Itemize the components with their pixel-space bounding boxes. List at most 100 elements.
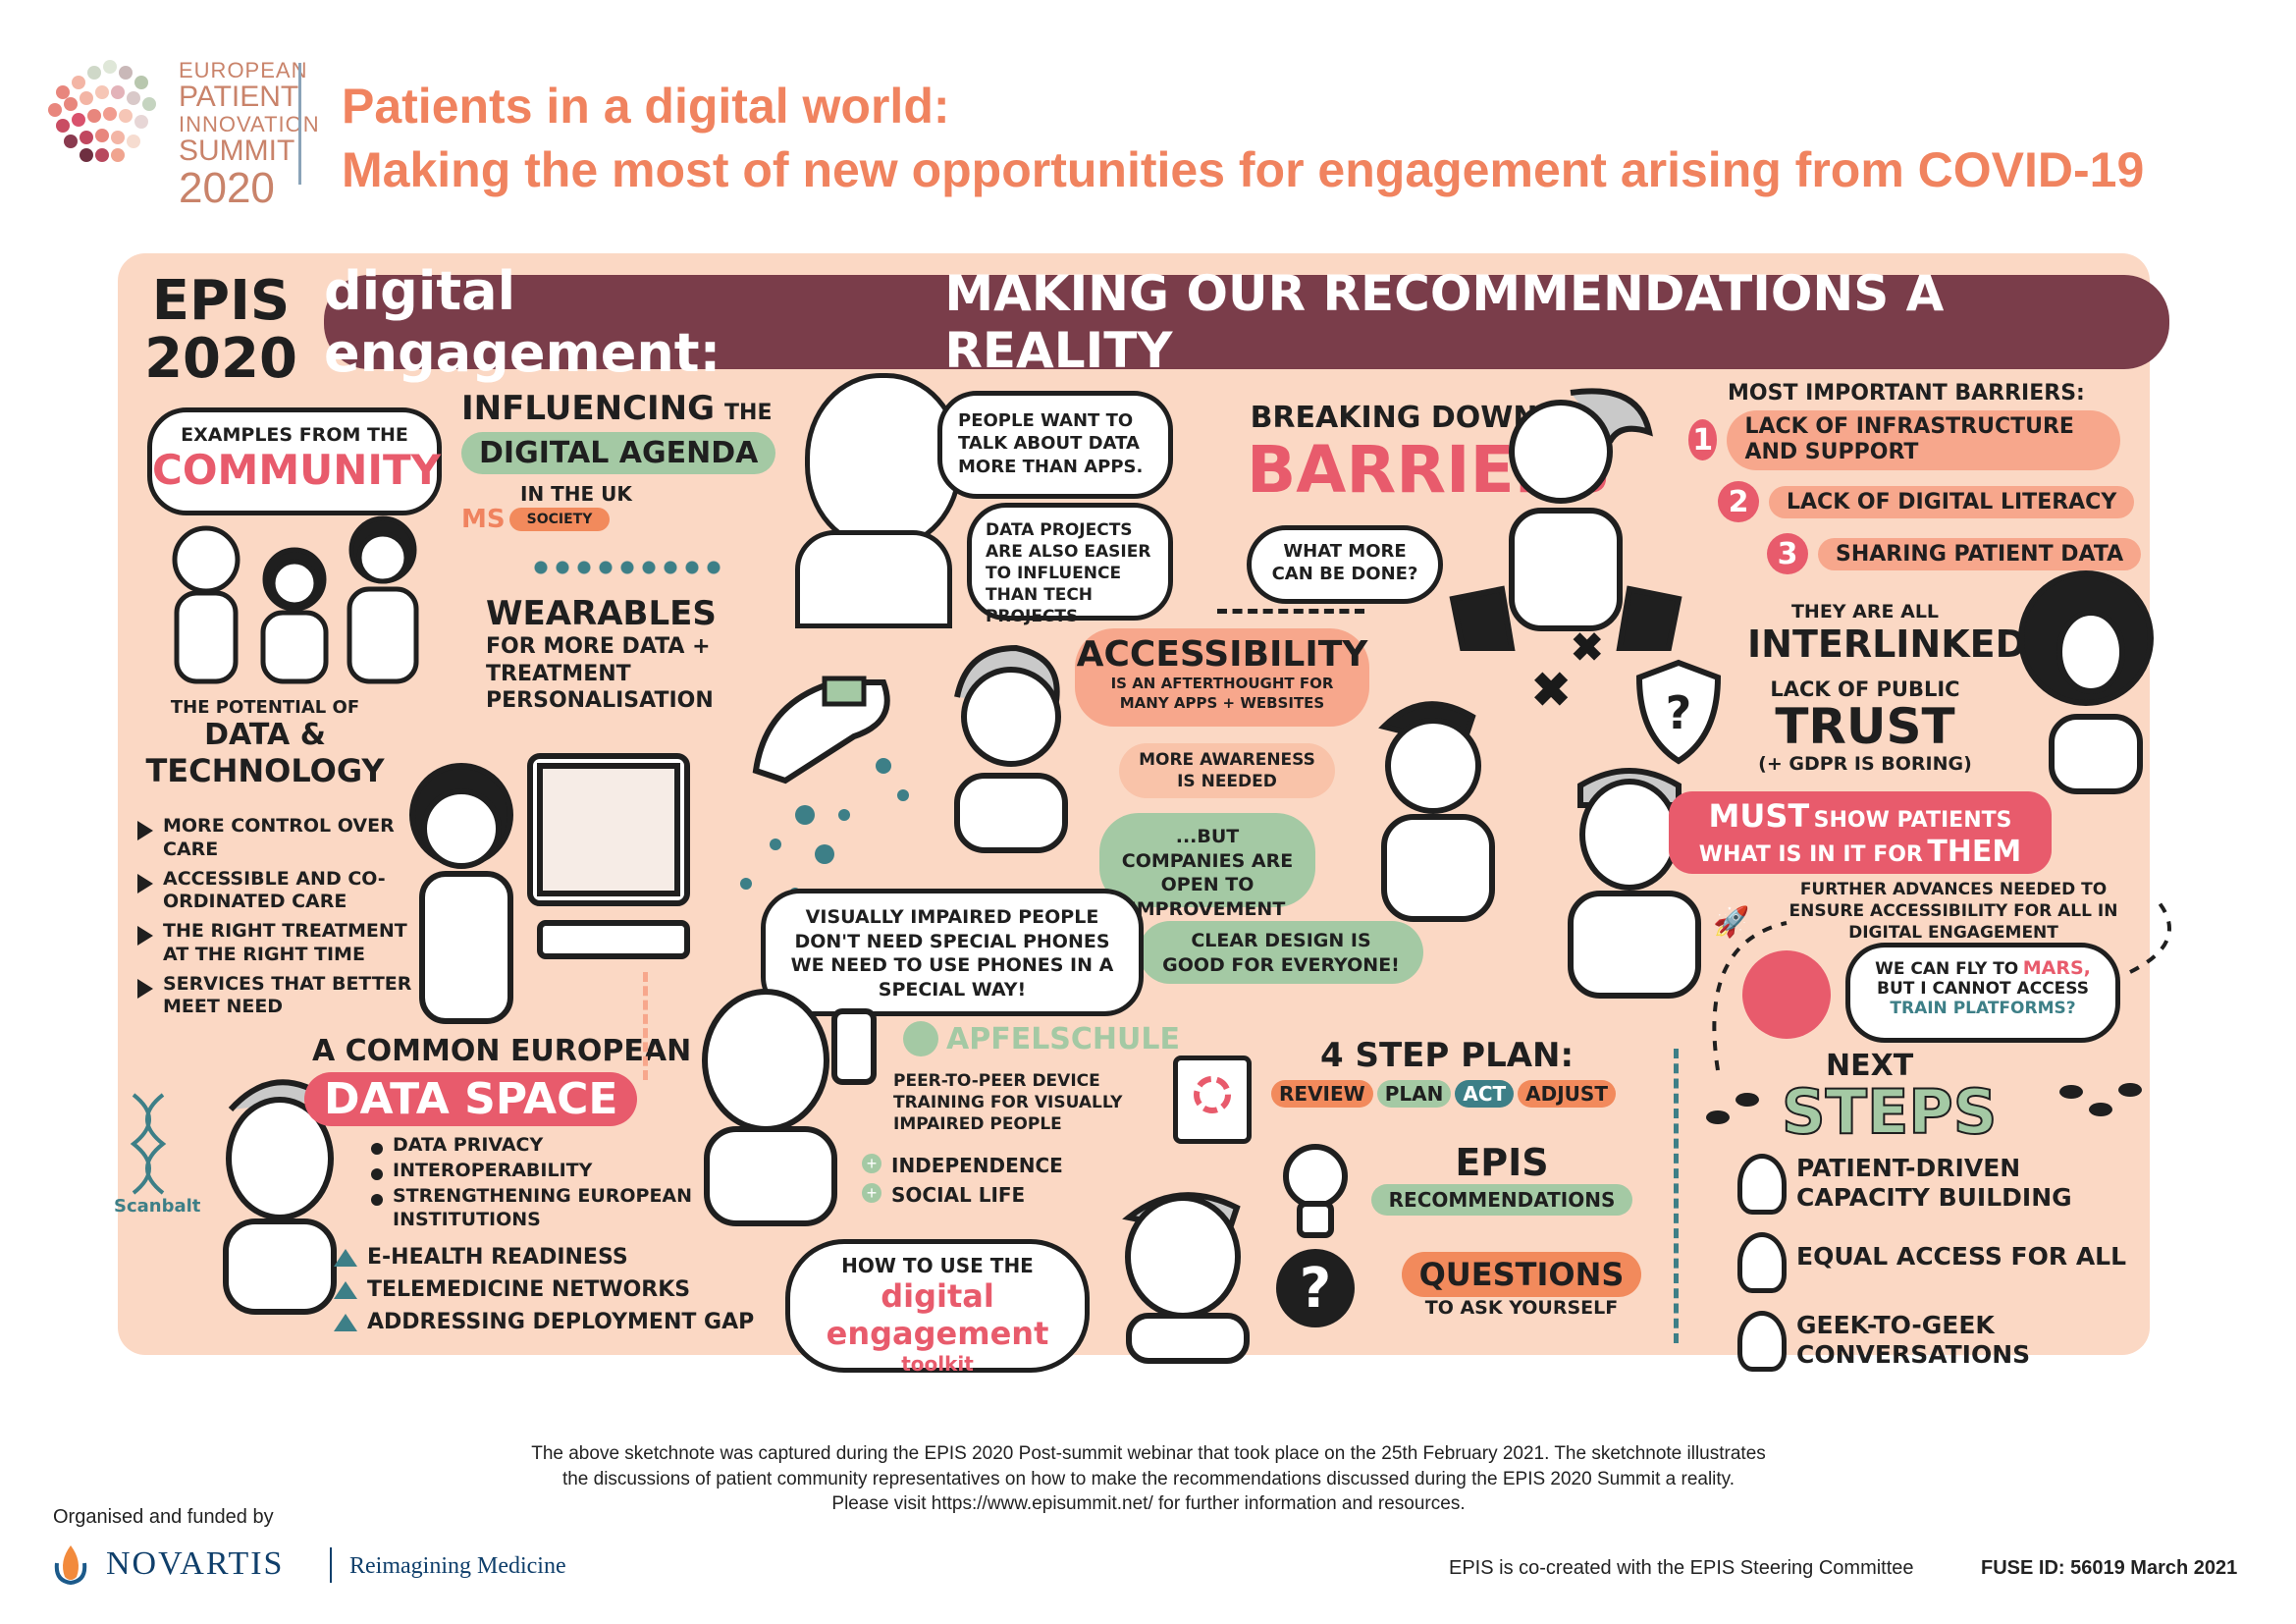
accessibility-box: ACCESSIBILITY IS AN AFTERTHOUGHT FOR MAN… [1075,628,1369,727]
next-item: EQUAL ACCESS FOR ALL [1737,1232,2150,1293]
interlinked-block: THEY ARE ALL INTERLINKED [1747,601,2027,666]
scanbalt-label: Scanbalt [114,1196,201,1217]
steps-row: REVIEW PLAN ACT ADJUST [1271,1080,1616,1108]
lightbulb-icon [1276,1139,1355,1247]
organised-label: Organised and funded by [53,1506,274,1528]
visually-impaired-text: VISUALLY IMPAIRED PEOPLE DON'T NEED SPEC… [790,906,1114,1001]
interlinked-top: THEY ARE ALL [1790,601,1940,623]
barrier-number: 1 [1688,419,1718,461]
questions-block: QUESTIONS TO ASK YOURSELF [1389,1252,1654,1319]
space-up-item: E-HEALTH READINESS [334,1245,775,1270]
mars-bubble: WE CAN FLY TO MARS, BUT I CANNOT ACCESS … [1845,943,2120,1043]
ms-society-logo: MS SOCIETY [461,505,611,534]
visually-impaired-bubble: VISUALLY IMPAIRED PEOPLE DON'T NEED SPEC… [761,889,1144,1016]
dotted-row [530,560,726,575]
page-title-line1: Patients in a digital world: [342,79,950,134]
arrow-up-icon [334,1281,357,1299]
space-list: DATA PRIVACY INTEROPERABILITY STRENGTHEN… [371,1134,705,1232]
epis-rec-title: EPIS [1455,1141,1549,1184]
digital-agenda-label: DIGITAL AGENDA [461,432,776,474]
breaking-down: BREAKING DOWN [1250,401,1538,435]
interlinked-title: INTERLINKED [1747,623,2027,666]
lack-public: LACK OF PUBLIC [1770,677,1960,701]
must-show: SHOW PATIENTS [1813,808,2012,833]
epis-2020-label: EPIS 2020 [144,269,297,391]
data-projects-text: DATA PROJECTS ARE ALSO EASIER TO INFLUEN… [986,520,1151,627]
lightbulb-icon [1737,1154,1787,1215]
bald-man-phone-illustration [687,972,883,1227]
page-title: Patients in a digital world: Making the … [342,75,2144,202]
man-pointing-illustration [1345,687,1512,923]
banner-digital-engagement: digital engagement: [324,260,721,384]
dashed-separator-vertical [643,972,648,1080]
svg-text:?: ? [1666,686,1692,739]
rocket-icon: 🚀 [1713,906,1750,939]
apple-icon [903,1021,938,1056]
gdpr-note: (+ GDPR IS BORING) [1758,752,1972,775]
space-item: STRENGTHENING EUROPEAN INSTITUTIONS [371,1185,705,1232]
accessibility-title: ACCESSIBILITY [1076,634,1368,675]
step-item: ACT [1455,1080,1515,1108]
must-them: THEM [1927,835,2022,869]
mars-cannot: BUT I CANNOT ACCESS [1876,979,2090,999]
in-the-uk: IN THE UK [520,482,632,506]
what-more-bubble: WHAT MORE CAN BE DONE? [1247,525,1443,604]
peer-item: +INDEPENDENCE [862,1154,1063,1177]
wearable-watch-illustration [746,643,903,790]
data-projects-bubble: DATA PROJECTS ARE ALSO EASIER TO INFLUEN… [967,503,1173,626]
footsteps-icon [1698,1070,2160,1129]
wearables-block: WEARABLES FOR MORE DATA + TREATMENT PERS… [486,594,761,715]
bullet-dot-icon [371,1168,383,1180]
must-box: MUST SHOW PATIENTS WHAT IS IN IT FOR THE… [1669,791,2052,874]
novartis-logo-icon [51,1542,90,1586]
mars-train: TRAIN PLATFORMS? [1890,999,2076,1018]
next-item: PATIENT-DRIVEN CAPACITY BUILDING [1737,1154,2150,1215]
triangle-bullet-icon [137,926,153,946]
wearables-sub: FOR MORE DATA + TREATMENT PERSONALISATIO… [486,634,714,713]
plus-icon: + [862,1183,881,1203]
space-item: INTEROPERABILITY [371,1160,705,1181]
community-bubble: EXAMPLES FROM THE COMMUNITY [147,407,442,515]
space-up-item: ADDRESSING DEPLOYMENT GAP [334,1310,775,1334]
barrier-item: 3 SHARING PATIENT DATA [1767,533,2160,574]
logo-year: 2020 [179,164,275,213]
barrier-item: 1 LACK OF INFRASTRUCTURE AND SUPPORT [1688,410,2120,470]
society-label: SOCIETY [508,508,611,531]
footer-line2: the discussions of patient community rep… [561,1468,1735,1489]
potential-list: MORE CONTROL OVER CARE ACCESSIBLE AND CO… [137,815,412,1019]
potential-technology: TECHNOLOGY [145,752,385,789]
but-companies-text: ...BUT COMPANIES ARE OPEN TO IMPROVEMENT [1121,826,1294,921]
triangle-bullet-icon [137,978,153,999]
step-plan-title: 4 STEP PLAN: [1320,1036,1575,1075]
step-item: ADJUST [1518,1080,1616,1108]
potential-block: THE POTENTIAL OF DATA & TECHNOLOGY [137,697,393,789]
dna-icon [126,1090,171,1198]
novartis-wordmark: NOVARTIS [106,1545,285,1582]
plus-icon: + [862,1154,881,1173]
trust-block: LACK OF PUBLIC TRUST (+ GDPR IS BORING) [1737,677,1993,775]
peer-list: +INDEPENDENCE +SOCIAL LIFE [862,1154,1063,1207]
apfelschule-logo: APFELSCHULE [903,1021,1180,1056]
triangle-bullet-icon [137,873,153,893]
footer-caption: The above sketchnote was captured during… [294,1441,2002,1517]
dashed-separator-vertical [1674,1049,1679,1343]
woman-surprised-illustration [937,638,1085,854]
but-companies-box: ...BUT COMPANIES ARE OPEN TO IMPROVEMENT [1099,813,1315,920]
space-item: DATA PRIVACY [371,1134,705,1156]
community-title: COMMUNITY [152,446,442,494]
common-european: A COMMON EUROPEAN [312,1034,692,1068]
arrow-up-icon [334,1314,357,1331]
barrier-number: 2 [1718,481,1759,522]
step-item: PLAN [1376,1080,1452,1108]
computer-illustration [393,746,707,1031]
apfelschule-label: APFELSCHULE [946,1021,1181,1056]
toolkit-how: HOW TO USE THE [841,1254,1034,1277]
woman-breaking-illustration [1443,363,1688,658]
logo-line-innovation: INNOVATION [179,111,320,136]
lightbulb-icon [1737,1232,1787,1293]
woman-curly-illustration [2012,569,2160,795]
barrier-item: 2 LACK OF DIGITAL LITERACY [1718,481,2150,522]
plan-doc-icon [1173,1056,1252,1144]
questions-title: QUESTIONS [1401,1252,1642,1297]
clear-design-text: CLEAR DESIGN IS GOOD FOR EVERYONE! [1162,930,1400,976]
